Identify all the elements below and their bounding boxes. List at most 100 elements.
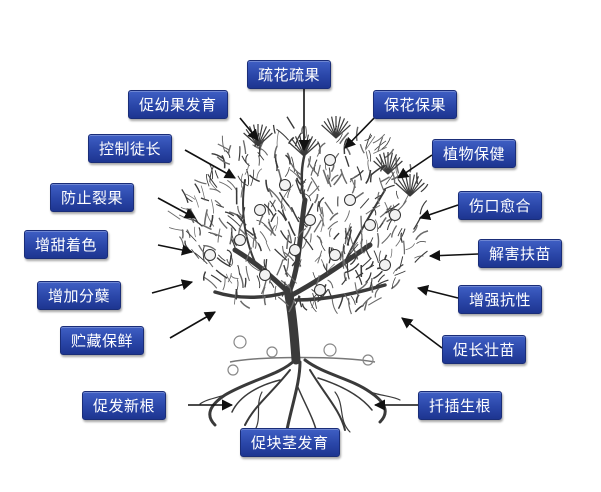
leaf-stroke <box>244 163 250 175</box>
leaf-stroke <box>216 156 231 165</box>
leaf-stroke <box>312 292 318 309</box>
leaf-stroke <box>233 291 237 305</box>
leaf-stroke <box>168 227 184 231</box>
leaf-stroke <box>304 126 307 139</box>
leaf-stroke <box>320 216 324 233</box>
tuft-leaf <box>409 176 420 197</box>
leaf-stroke <box>351 246 359 260</box>
leaf-stroke <box>344 230 350 246</box>
leaf-stroke <box>354 269 363 285</box>
leaf-stroke <box>185 230 197 242</box>
leaf-stroke <box>347 298 352 315</box>
leaf-stroke <box>395 263 404 272</box>
leaf-stroke <box>337 293 344 310</box>
leaf-stroke <box>414 250 428 263</box>
leaf-stroke <box>324 201 334 215</box>
leaf-stroke <box>413 216 422 230</box>
leaf-stroke <box>286 234 290 250</box>
fruit <box>304 214 316 226</box>
leaf-stroke <box>307 156 312 168</box>
leaf-stroke <box>211 152 224 160</box>
label-relieve-damage: 解害扶苗 <box>478 239 563 268</box>
leaf-stroke <box>321 206 324 217</box>
leaf-stroke <box>281 281 286 297</box>
leaf-stroke <box>226 273 233 284</box>
leaf-stroke <box>390 248 393 259</box>
leaf-stroke <box>333 232 340 240</box>
leaf-stroke <box>276 128 290 141</box>
leaf-stroke <box>270 212 277 223</box>
leaf-stroke <box>283 251 295 262</box>
leaf-stroke <box>333 173 343 186</box>
leaf-stroke <box>231 238 237 253</box>
leaf-stroke <box>345 254 352 264</box>
leaf-stroke <box>378 250 382 262</box>
fruit <box>254 204 266 216</box>
leaf-stroke <box>343 245 346 255</box>
fruit <box>379 259 391 271</box>
tuft-leaf <box>257 126 268 147</box>
leaf-stroke <box>365 169 372 184</box>
label-wound-heal: 伤口愈合 <box>458 191 543 220</box>
leaf-stroke <box>359 144 365 154</box>
leaf-stroke <box>242 140 247 155</box>
leaf-stroke <box>217 228 221 243</box>
fruit <box>329 249 341 261</box>
label-prevent-crack: 防止裂果 <box>50 183 135 212</box>
tuft-leaf <box>303 142 319 157</box>
leaf-stroke <box>210 274 222 283</box>
tuft-leaf <box>323 120 337 139</box>
leaf-stroke <box>209 166 214 183</box>
arrow-sweet-color <box>157 244 194 256</box>
leaf-stroke <box>198 227 201 236</box>
leaf-stroke <box>214 170 219 179</box>
leaf-stroke <box>313 219 322 233</box>
leaf-stroke <box>364 136 376 151</box>
leaf-stroke <box>359 198 370 209</box>
leaf-stroke <box>297 227 307 239</box>
leaf-stroke <box>365 272 372 283</box>
leaf-stroke <box>364 134 373 142</box>
leaf-stroke <box>341 277 347 286</box>
tuft-leaf <box>257 128 271 147</box>
leaf-stroke <box>340 168 348 185</box>
leaf-stroke <box>326 263 328 277</box>
leaf-stroke <box>372 270 383 280</box>
leaf-stroke <box>365 151 369 160</box>
label-control-growth: 控制徒长 <box>88 134 173 163</box>
leaf-stroke <box>360 238 364 253</box>
leaf-stroke <box>236 213 247 226</box>
leaf-stroke <box>245 247 253 262</box>
leaf-stroke <box>274 248 288 261</box>
leaf-stroke <box>303 189 307 200</box>
leaf-stroke <box>203 209 208 226</box>
leaf-stroke <box>364 244 372 259</box>
leaf-stroke <box>227 144 232 155</box>
arrow-relieve-damage <box>428 249 479 262</box>
pointer-arrows <box>151 88 479 411</box>
leaf-stroke <box>265 241 271 252</box>
leaf-stroke <box>402 240 406 255</box>
leaf-stroke <box>237 175 249 187</box>
leaf-stroke <box>344 263 360 274</box>
arrow-resistance <box>416 285 459 299</box>
leaf-stroke <box>365 261 374 270</box>
leaf-stroke <box>339 251 343 261</box>
leaf-stroke <box>367 159 370 171</box>
leaf-stroke <box>306 181 313 192</box>
leaf-stroke <box>288 136 295 144</box>
leaf-stroke <box>184 240 189 250</box>
leaf-stroke <box>319 213 325 227</box>
leaf-stroke <box>255 145 269 156</box>
leaf-stroke <box>295 179 302 195</box>
arrow-storage <box>169 311 216 339</box>
leaf-stroke <box>329 212 339 221</box>
label-young-fruit: 促幼果发育 <box>128 90 228 119</box>
leaf-stroke <box>267 221 276 236</box>
leaf-stroke <box>228 255 232 266</box>
leaf-stroke <box>219 181 233 191</box>
leaf-stroke <box>378 177 385 193</box>
leaf-stroke <box>215 269 228 279</box>
tuft-leaf <box>409 182 425 197</box>
leaf-stroke <box>289 169 302 182</box>
